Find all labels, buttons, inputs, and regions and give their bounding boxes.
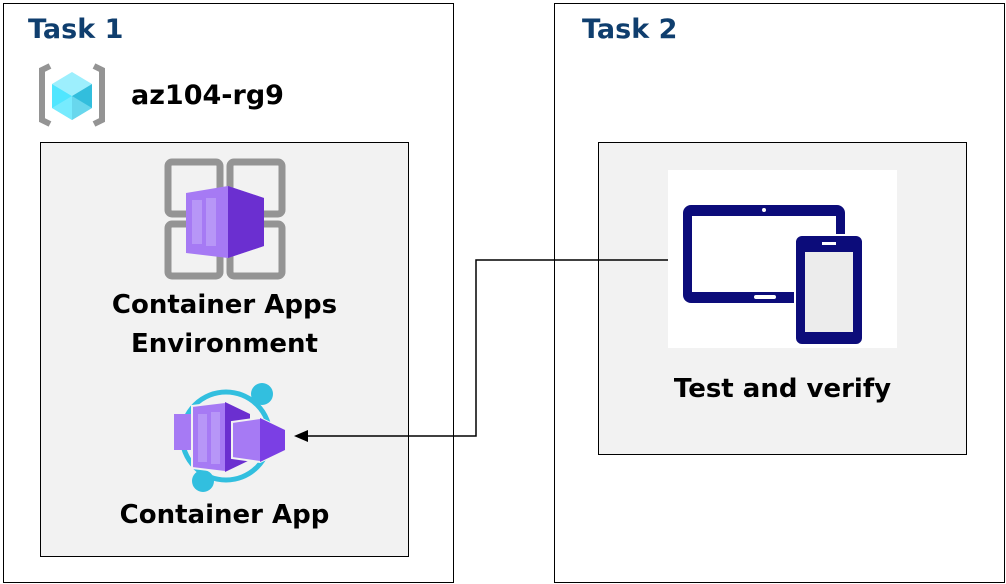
environment-label: Container Apps Environment [40,286,409,364]
devices-icon [683,205,864,346]
environment-label-line1: Container Apps [111,290,338,320]
container-app-label: Container App [119,500,330,530]
container-app-icon [174,383,286,492]
resource-group-name: az104-rg9 [131,80,284,111]
container-apps-environment-icon [164,158,286,280]
resource-group-icon [39,63,105,127]
environment-label-line2: Environment [131,329,318,359]
task2-title: Task 2 [582,14,678,45]
test-verify-label: Test and verify [673,374,892,404]
task1-title: Task 1 [28,14,124,45]
